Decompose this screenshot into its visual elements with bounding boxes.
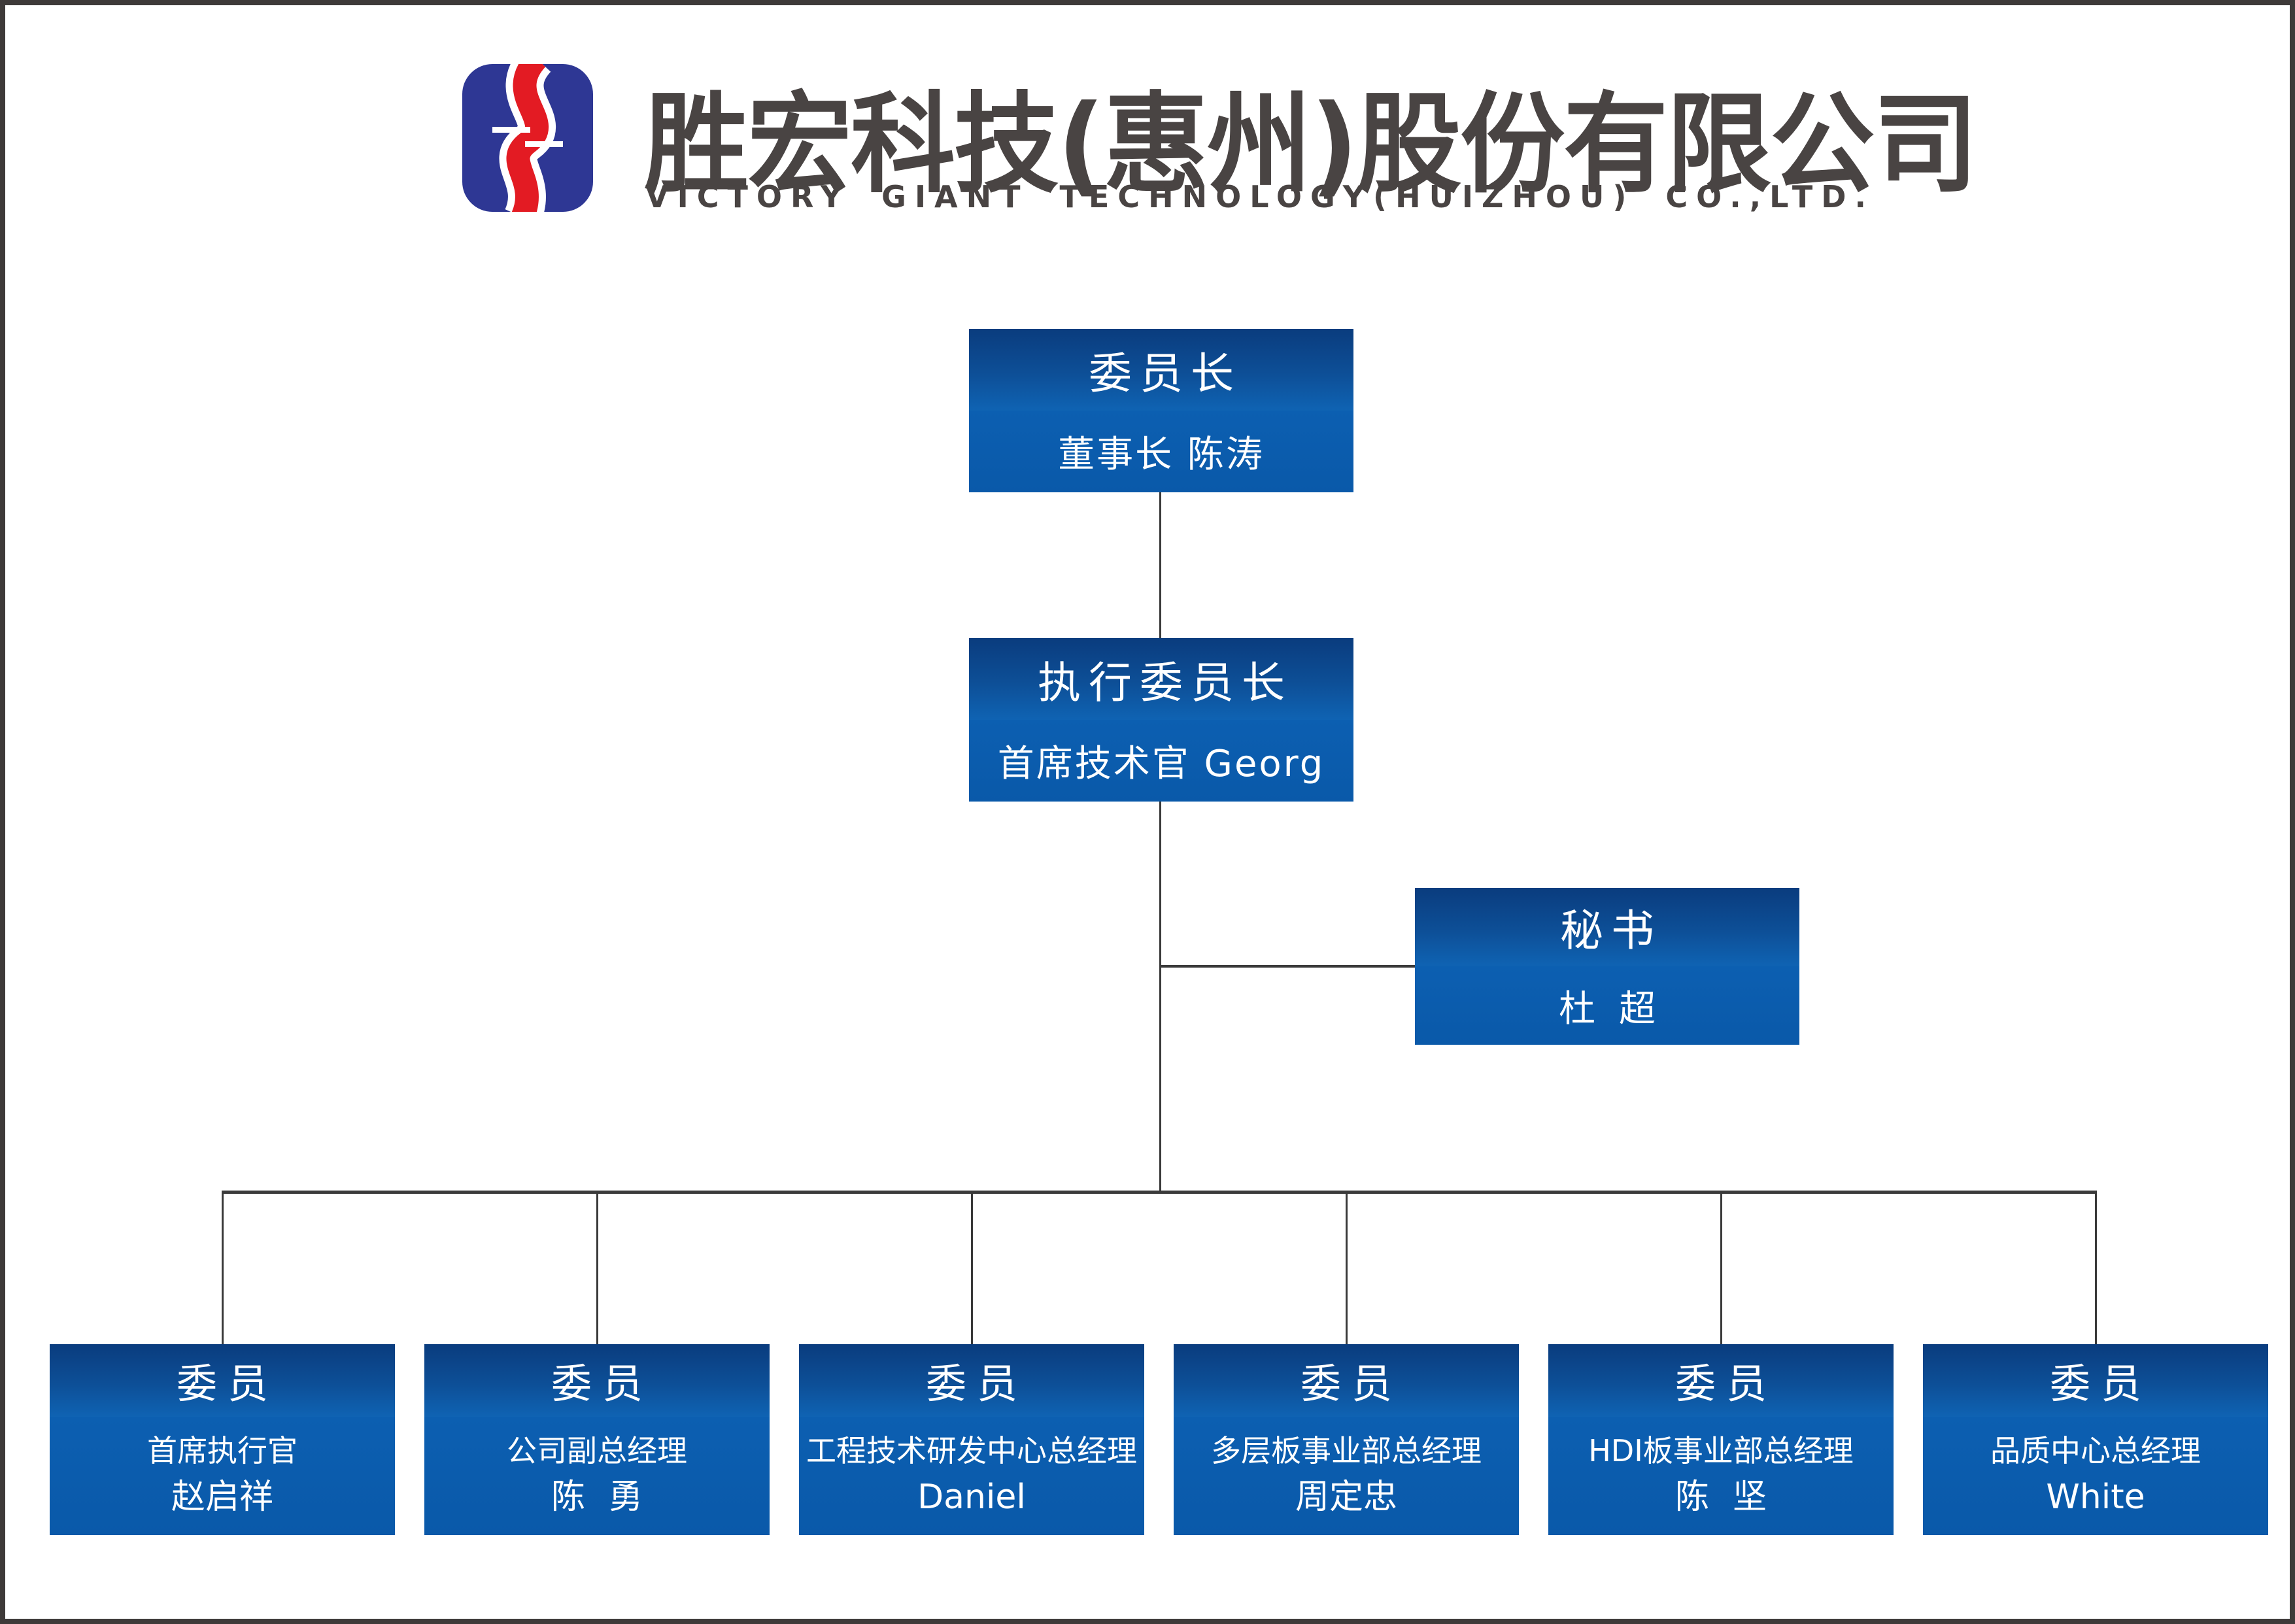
node-member-title-area: 委员 [1548, 1344, 1894, 1417]
connector-drop-member-1 [222, 1191, 224, 1345]
node-chairman-title-area: 委员长 [969, 329, 1353, 411]
company-logo-icon [462, 64, 593, 212]
node-member-detail-area: 公司副总经理 陈勇 [424, 1416, 770, 1535]
node-role: HDI板事业部总经理 [1588, 1433, 1854, 1469]
connector-to-secretary [1160, 965, 1415, 968]
connector-drop-member-2 [596, 1191, 598, 1345]
node-exec-detail-area: 首席技术官 Georg [969, 720, 1353, 802]
node-member-3: 委员 工程技术研发中心总经理 Daniel [799, 1344, 1144, 1535]
node-role: 公司副总经理 [507, 1433, 687, 1469]
node-subtitle: 首席技术官 Georg [997, 743, 1325, 785]
node-name: 陈坚 [1674, 1478, 1790, 1517]
connector-drop-member-6 [2095, 1191, 2097, 1345]
node-member-title-area: 委员 [424, 1344, 770, 1417]
connector-members-rail [222, 1191, 2096, 1194]
connector-drop-member-3 [971, 1191, 973, 1345]
node-member-detail-area: HDI板事业部总经理 陈坚 [1548, 1416, 1894, 1535]
node-member-detail-area: 品质中心总经理 White [1923, 1416, 2268, 1535]
node-title: 委员 [551, 1360, 653, 1408]
node-member-title-area: 委员 [1923, 1344, 2268, 1417]
node-member-title-area: 委员 [799, 1344, 1144, 1417]
node-title: 委员 [925, 1360, 1028, 1408]
node-executive-chairman: 执行委员长 首席技术官 Georg [969, 638, 1353, 802]
node-member-detail-area: 首席执行官 赵启祥 [50, 1416, 395, 1535]
node-member-4: 委员 多层板事业部总经理 周定忠 [1174, 1344, 1519, 1535]
connector-chairman-to-exec [1159, 492, 1161, 639]
node-exec-title-area: 执行委员长 [969, 638, 1353, 720]
company-name-zh: 胜宏科技(惠州)股份有限公司 [644, 80, 1978, 208]
connector-drop-member-4 [1346, 1191, 1348, 1345]
node-name: White [2046, 1478, 2145, 1517]
node-name: Daniel [917, 1478, 1026, 1517]
node-member-title-area: 委员 [50, 1344, 395, 1417]
node-subtitle: 董事长 陈涛 [1058, 433, 1265, 476]
node-member-detail-area: 工程技术研发中心总经理 Daniel [799, 1416, 1144, 1535]
connector-drop-member-5 [1720, 1191, 1722, 1345]
node-member-5: 委员 HDI板事业部总经理 陈坚 [1548, 1344, 1894, 1535]
node-name: 赵启祥 [171, 1478, 273, 1517]
node-member-detail-area: 多层板事业部总经理 周定忠 [1174, 1416, 1519, 1535]
node-member-2: 委员 公司副总经理 陈勇 [424, 1344, 770, 1535]
node-title: 委员长 [1089, 348, 1242, 399]
node-member-6: 委员 品质中心总经理 White [1923, 1344, 2268, 1535]
node-secretary: 秘书 杜超 [1415, 888, 1799, 1045]
node-member-title-area: 委员 [1174, 1344, 1519, 1417]
node-role: 首席执行官 [147, 1433, 298, 1469]
node-role: 多层板事业部总经理 [1211, 1433, 1482, 1469]
node-title: 秘书 [1560, 905, 1662, 956]
node-title: 委员 [1674, 1360, 1777, 1408]
company-name-en: VICTORY GIANT TECHNOLOGY(HUIZHOU) CO.,LT… [645, 179, 1875, 214]
node-title: 委员 [1300, 1360, 1402, 1408]
node-member-1: 委员 首席执行官 赵启祥 [50, 1344, 395, 1535]
node-secretary-detail-area: 杜超 [1415, 966, 1799, 1045]
node-role: 品质中心总经理 [1990, 1433, 2201, 1469]
node-secretary-title-area: 秘书 [1415, 888, 1799, 966]
connector-exec-to-members [1159, 801, 1161, 1193]
node-chairman: 委员长 董事长 陈涛 [969, 329, 1353, 492]
node-name: 陈勇 [551, 1478, 666, 1517]
node-title: 委员 [176, 1360, 279, 1408]
node-name: 杜超 [1559, 987, 1679, 1030]
node-title: 执行委员长 [1038, 657, 1293, 708]
node-role: 工程技术研发中心总经理 [806, 1433, 1137, 1469]
node-chairman-detail-area: 董事长 陈涛 [969, 411, 1353, 492]
node-name: 周定忠 [1295, 1478, 1397, 1517]
node-title: 委员 [2049, 1360, 2152, 1408]
